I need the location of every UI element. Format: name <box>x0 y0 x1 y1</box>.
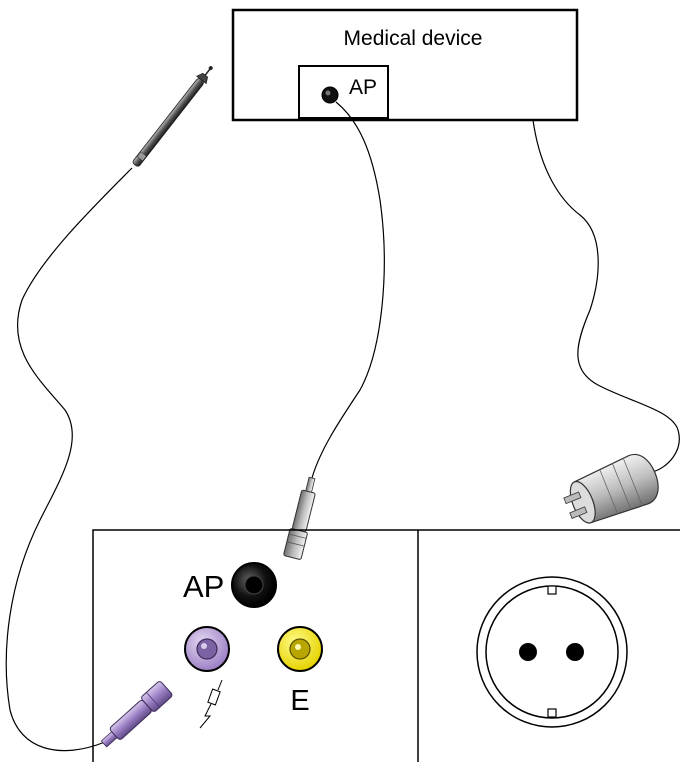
cables <box>5 101 680 752</box>
ap-jack-label: AP <box>183 569 224 604</box>
probe-plug <box>100 681 173 748</box>
device-title: Medical device <box>344 27 483 50</box>
medical-device: Medical device AP <box>231 8 579 122</box>
mains-cable <box>532 119 680 473</box>
instrument-panel: AP E <box>92 529 680 762</box>
probe-jack[interactable] <box>184 626 230 672</box>
device-ap-label: AP <box>349 76 377 99</box>
schuko-socket-icon <box>476 576 628 728</box>
ap-cable <box>311 101 385 479</box>
earth-jack[interactable] <box>277 626 323 672</box>
test-probe-pen <box>132 66 213 167</box>
ap-jack[interactable] <box>231 562 277 608</box>
ap-plug <box>283 476 316 560</box>
mains-plug <box>563 453 659 524</box>
test-probe-symbol-icon <box>199 679 223 729</box>
device-ap-socket <box>321 86 339 104</box>
earth-jack-label: E <box>290 685 309 717</box>
probe-cable <box>5 167 133 752</box>
